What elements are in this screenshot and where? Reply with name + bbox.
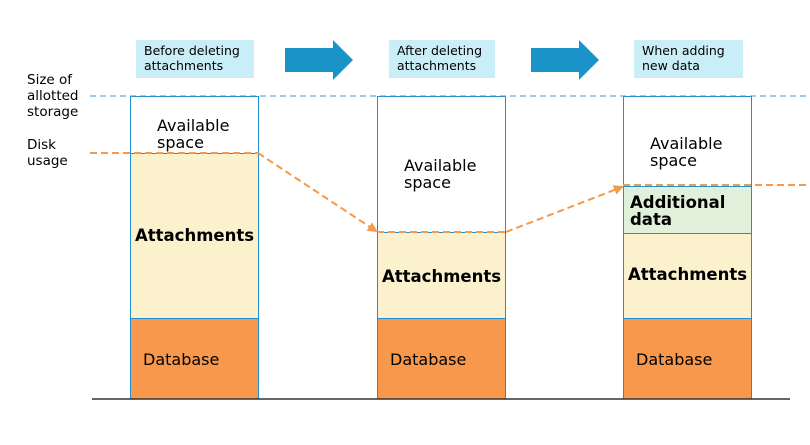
available-space-segment: Available space (377, 96, 506, 232)
additional-data-segment: Additional data (623, 186, 752, 233)
stage-arrow-2 (531, 40, 599, 80)
database-segment: Database (377, 318, 506, 399)
stage-adding-data: When adding new data (634, 40, 743, 78)
column-after: Available space Attachments Database (377, 96, 506, 399)
stage-arrow-1 (285, 40, 353, 80)
database-label: Database (636, 350, 713, 369)
database-segment: Database (130, 318, 259, 399)
attachments-label: Attachments (382, 267, 502, 286)
available-space-label: Available space (404, 156, 477, 192)
disk-usage-arrow-down (257, 152, 378, 233)
disk-usage-label: Disk usage (27, 137, 68, 169)
attachments-segment: Attachments (130, 153, 259, 318)
database-segment: Database (623, 318, 752, 399)
disk-usage-arrow-up (505, 185, 624, 233)
attachments-segment: Attachments (377, 232, 506, 318)
attachments-segment: Attachments (623, 233, 752, 318)
database-label: Database (143, 350, 220, 369)
database-label: Database (390, 350, 467, 369)
stage-before-deleting: Before deleting attachments (136, 40, 254, 78)
stage-after-deleting: After deleting attachments (389, 40, 495, 78)
additional-data-label: Additional data (630, 193, 726, 229)
available-space-label: Available space (157, 116, 230, 152)
allotted-storage-label: Size of allotted storage (27, 72, 79, 120)
available-space-segment: Available space (623, 96, 752, 186)
available-space-label: Available space (650, 134, 723, 170)
attachments-label: Attachments (628, 265, 748, 284)
attachments-label: Attachments (135, 226, 255, 245)
column-adding: Available space Additional data Attachme… (623, 96, 752, 399)
